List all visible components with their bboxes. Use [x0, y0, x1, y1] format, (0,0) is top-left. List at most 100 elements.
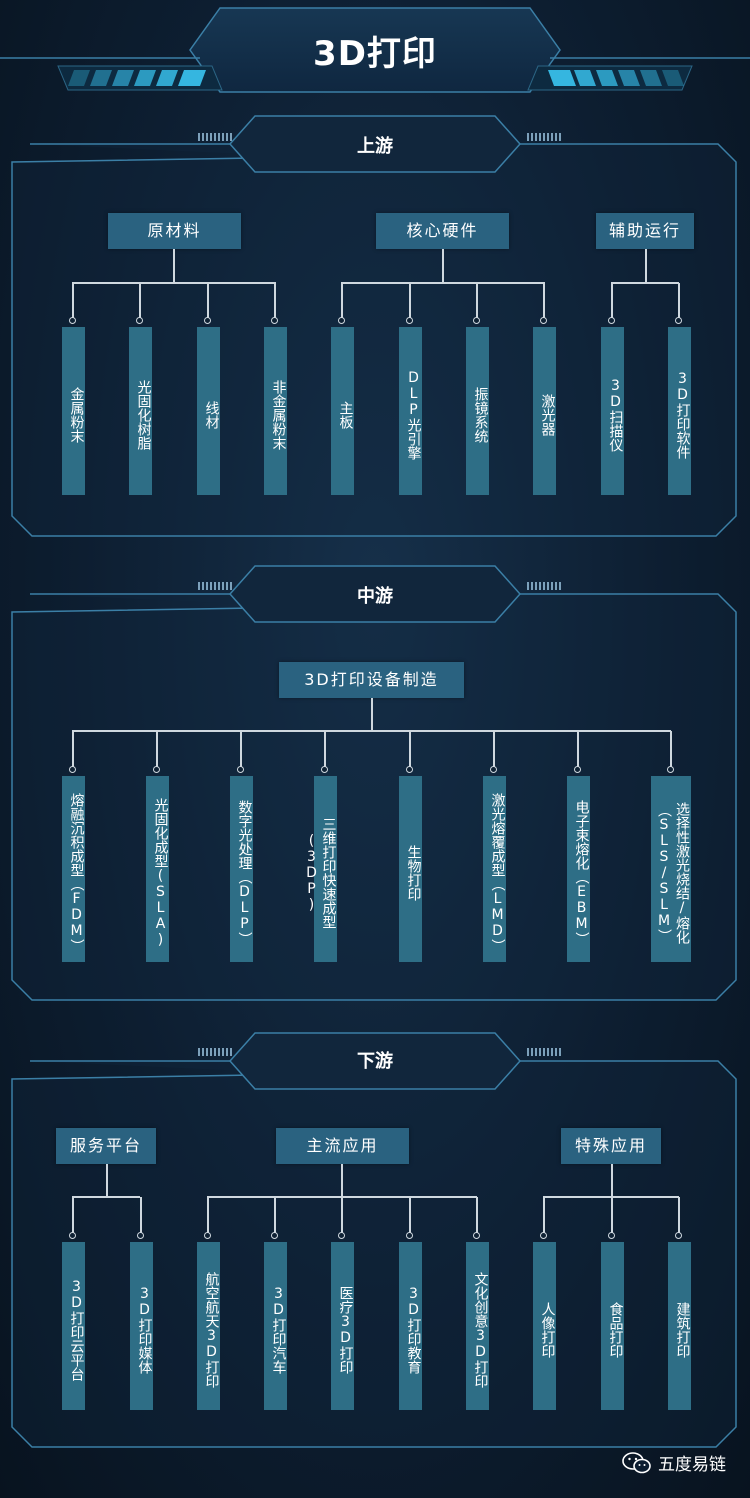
connector-node — [574, 766, 581, 773]
connector — [139, 283, 141, 321]
connector — [543, 1196, 679, 1198]
category-mainstream-apps: 主流应用 — [276, 1128, 409, 1164]
connector — [678, 1197, 680, 1236]
leaf-item: 文化创意3D打印 — [465, 1242, 489, 1410]
connector — [106, 1164, 108, 1197]
connector-node — [473, 1232, 480, 1239]
leaf-item: 主板 — [330, 327, 354, 495]
connector — [493, 731, 495, 770]
connector-node — [406, 317, 413, 324]
leaf-item: 激光熔覆成型（LMD） — [482, 776, 506, 962]
category-core-hardware: 核心硬件 — [376, 213, 509, 249]
connector — [207, 1196, 477, 1198]
leaf-item: 3D扫描仪 — [600, 327, 624, 495]
connector — [72, 1196, 140, 1198]
connector — [611, 283, 613, 321]
connector-node — [608, 1232, 615, 1239]
connector-node — [69, 317, 76, 324]
title-frame — [0, 7, 750, 93]
connector — [341, 282, 545, 284]
leaf-item: 振镜系统 — [465, 327, 489, 495]
connector — [341, 283, 343, 321]
connector — [611, 1197, 613, 1236]
hatch-decoration — [527, 1048, 563, 1056]
title-banner: 3D打印 — [0, 0, 750, 100]
leaf-item: 医疗3D打印 — [330, 1242, 354, 1410]
leaf-item: 3D打印教育 — [398, 1242, 422, 1410]
connector — [409, 731, 411, 770]
leaf-item: 生物打印 — [398, 776, 422, 962]
leaf-item: 3D打印软件 — [667, 327, 691, 495]
connector — [371, 698, 373, 731]
connector — [476, 283, 478, 321]
connector — [207, 1197, 209, 1236]
watermark-label: 五度易链 — [658, 1455, 726, 1475]
leaf-item: 电子束熔化（EBM） — [566, 776, 590, 962]
midstream-heading: 中游 — [357, 586, 393, 607]
connector-node — [406, 1232, 413, 1239]
connector-node — [490, 766, 497, 773]
connector — [324, 731, 326, 770]
connector — [442, 249, 444, 283]
connector — [240, 731, 242, 770]
connector-node — [540, 1232, 547, 1239]
connector — [409, 1197, 411, 1236]
leaf-item: 选择性激光烧结/熔化（SLS/SLM） — [651, 776, 691, 962]
midstream-section — [10, 560, 738, 1005]
connector — [670, 731, 672, 770]
wechat-icon — [622, 1451, 651, 1473]
connector — [543, 1197, 545, 1236]
connector-node — [271, 1232, 278, 1239]
leaf-item: 数字光处理（DLP） — [229, 776, 253, 962]
connector-node — [237, 766, 244, 773]
leaf-item: 食品打印 — [600, 1242, 624, 1410]
connector — [72, 730, 671, 732]
connector-node — [338, 317, 345, 324]
upstream-heading: 上游 — [357, 136, 393, 157]
connector — [72, 283, 74, 321]
connector-node — [321, 766, 328, 773]
category-auxiliary: 辅助运行 — [596, 213, 694, 249]
connector — [72, 282, 276, 284]
connector-node — [69, 1232, 76, 1239]
leaf-item: 光固化树脂 — [128, 327, 152, 495]
leaf-item: 3D打印汽车 — [263, 1242, 287, 1410]
leaf-item: 线材 — [196, 327, 220, 495]
connector — [341, 1197, 343, 1236]
hatch-decoration — [527, 582, 563, 590]
connector-node — [69, 766, 76, 773]
connector — [577, 731, 579, 770]
downstream-heading: 下游 — [357, 1051, 393, 1072]
connector-node — [667, 766, 674, 773]
connector — [173, 249, 175, 283]
connector — [72, 731, 74, 770]
connector — [207, 283, 209, 321]
leaf-item: 航空航天3D打印 — [196, 1242, 220, 1410]
connector — [409, 283, 411, 321]
connector-node — [675, 1232, 682, 1239]
connector-node — [608, 317, 615, 324]
connector-node — [406, 766, 413, 773]
leaf-item: 熔融沉积成型（FDM） — [61, 776, 85, 962]
category-equipment-manufacturing: 3D打印设备制造 — [279, 662, 464, 698]
leaf-item: 金属粉末 — [61, 327, 85, 495]
connector-node — [540, 317, 547, 324]
connector-node — [204, 1232, 211, 1239]
page-title: 3D打印 — [313, 34, 437, 74]
category-special-apps: 特殊应用 — [561, 1128, 661, 1164]
connector — [645, 249, 647, 283]
connector — [611, 282, 679, 284]
connector-node — [136, 317, 143, 324]
connector — [156, 731, 158, 770]
leaf-item: 非金属粉末 — [263, 327, 287, 495]
hatch-decoration — [527, 133, 563, 141]
connector — [543, 283, 545, 321]
leaf-item: 3D打印媒体 — [129, 1242, 153, 1410]
connector — [476, 1197, 478, 1236]
midstream-frame — [11, 565, 737, 1001]
connector-node — [338, 1232, 345, 1239]
connector — [611, 1164, 613, 1197]
hatch-decoration — [198, 582, 234, 590]
downstream-frame — [11, 1032, 737, 1448]
connector-node — [473, 317, 480, 324]
